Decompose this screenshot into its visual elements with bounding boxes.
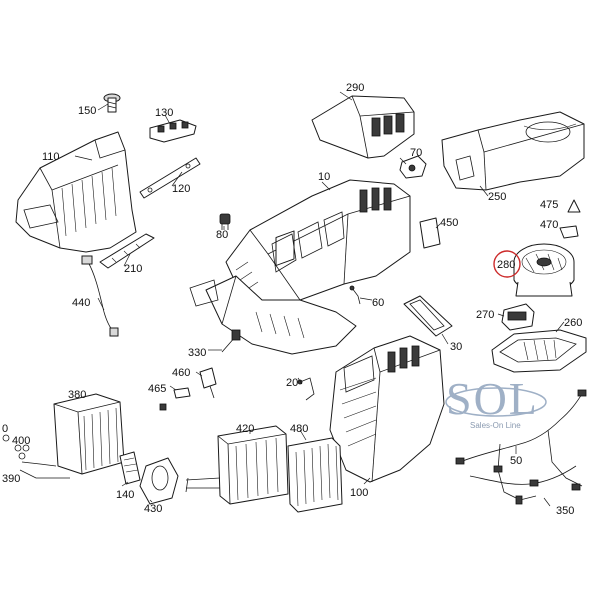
watermark-tagline: Sales-On Line bbox=[470, 421, 521, 430]
callout-110: 110 bbox=[42, 151, 60, 163]
callout-20: 20 bbox=[286, 377, 298, 389]
part-475-clip bbox=[567, 199, 581, 213]
callout-80: 80 bbox=[216, 229, 228, 241]
callout-30: 30 bbox=[450, 341, 462, 353]
sol-watermark: SOL Sales-On Line bbox=[445, 373, 547, 430]
part-430-seal bbox=[139, 457, 179, 505]
callout-120: 120 bbox=[172, 183, 190, 195]
callout-10: 10 bbox=[318, 171, 330, 183]
callout-480: 480 bbox=[290, 423, 308, 435]
callout-330: 330 bbox=[188, 347, 206, 359]
part-60-pin bbox=[349, 285, 361, 305]
callout-250: 250 bbox=[488, 191, 506, 203]
part-260-filter-housing bbox=[491, 329, 587, 373]
callout-380: 380 bbox=[68, 389, 86, 401]
part-10-main-housing bbox=[189, 179, 411, 355]
part-150-screw bbox=[103, 93, 121, 113]
part-210-strip bbox=[99, 233, 155, 269]
callout-280: 280 bbox=[497, 259, 515, 271]
callout-470: 470 bbox=[540, 219, 558, 231]
part-270-resistor bbox=[501, 303, 535, 331]
callout-460: 460 bbox=[172, 367, 190, 379]
highlight-ring-280 bbox=[493, 250, 521, 278]
callout-210: 210 bbox=[124, 263, 142, 275]
callout-350: 350 bbox=[556, 505, 574, 517]
callout-420: 420 bbox=[236, 423, 254, 435]
part-330-sensor bbox=[221, 329, 241, 353]
part-120-rod bbox=[139, 157, 201, 199]
callout-450: 450 bbox=[440, 217, 458, 229]
callout-475: 475 bbox=[540, 199, 558, 211]
part-480-heater-element bbox=[287, 437, 343, 513]
part-470-clip bbox=[559, 225, 579, 239]
callout-50: 50 bbox=[510, 455, 522, 467]
callout-0: 0 bbox=[2, 423, 8, 435]
callout-130: 130 bbox=[155, 107, 173, 119]
part-50-350-wiring-harness bbox=[455, 389, 587, 505]
part-70-actuator bbox=[399, 155, 427, 179]
part-400-seal bbox=[14, 444, 30, 460]
callout-465: 465 bbox=[148, 383, 166, 395]
part-140-valve bbox=[119, 451, 141, 485]
part-450-flap bbox=[419, 217, 441, 249]
part-380-evaporator bbox=[19, 393, 125, 479]
part-250-blower-housing bbox=[441, 111, 585, 191]
watermark-brand: SOL bbox=[446, 373, 539, 424]
part-100-lower-housing bbox=[329, 335, 445, 483]
callout-260: 260 bbox=[564, 317, 582, 329]
callout-70: 70 bbox=[410, 147, 422, 159]
callout-390: 390 bbox=[2, 473, 20, 485]
callout-290: 290 bbox=[346, 82, 364, 94]
callout-440: 440 bbox=[72, 297, 90, 309]
part-small-bolt-lower bbox=[159, 403, 167, 411]
part-460-connector bbox=[199, 367, 217, 399]
part-420-heater-core bbox=[185, 425, 289, 505]
callout-150: 150 bbox=[78, 105, 96, 117]
callout-60: 60 bbox=[372, 297, 384, 309]
part-465-clip bbox=[173, 387, 191, 399]
part-80-knob bbox=[219, 213, 231, 230]
callout-100: 100 bbox=[350, 487, 368, 499]
part-290-upper-duct bbox=[311, 95, 415, 159]
callout-270: 270 bbox=[476, 309, 494, 321]
part-440-cable bbox=[81, 255, 119, 337]
callout-140: 140 bbox=[116, 489, 134, 501]
part-30-gasket bbox=[403, 295, 453, 337]
part-110-shroud bbox=[15, 131, 137, 253]
part-0-seal bbox=[2, 434, 10, 442]
leader-lines bbox=[74, 91, 565, 507]
part-130-bracket bbox=[149, 119, 197, 143]
callout-labels: 150 130 290 110 70 120 10 250 475 470 80… bbox=[2, 82, 582, 517]
callout-430: 430 bbox=[144, 503, 162, 515]
callout-400: 400 bbox=[12, 435, 30, 447]
part-280-blower-motor bbox=[513, 243, 575, 297]
